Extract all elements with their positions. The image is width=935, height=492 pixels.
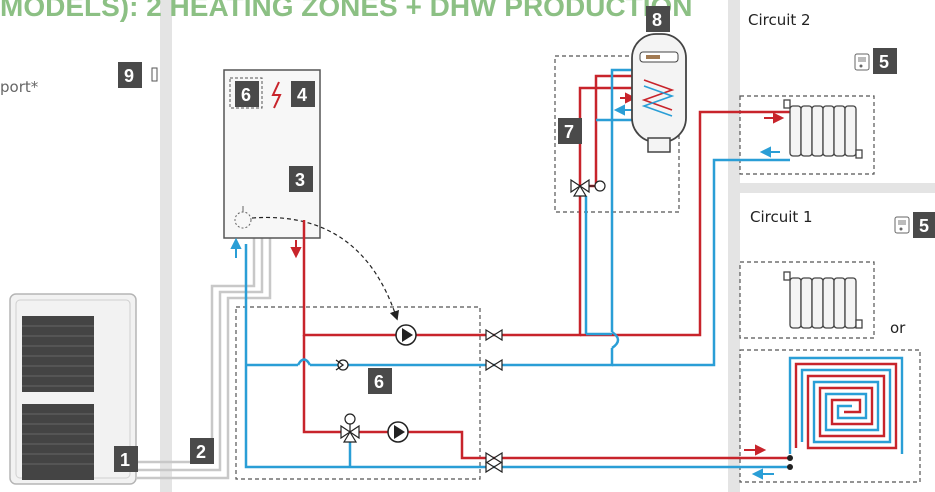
thermostat-icon xyxy=(894,216,910,234)
electrical-box xyxy=(229,77,263,109)
crossover-2 xyxy=(611,330,620,350)
hydraulic-module-box xyxy=(235,306,481,480)
svg-text:5: 5 xyxy=(919,216,929,236)
svg-text:1: 1 xyxy=(120,450,130,470)
junction-dot xyxy=(787,464,793,470)
badge-4: 4 xyxy=(291,81,315,107)
internal-pump-icon xyxy=(234,206,252,229)
pump-circuit-1 xyxy=(387,421,409,443)
svg-text:6: 6 xyxy=(241,85,251,105)
badge-5-circuit-1: 5 xyxy=(913,212,935,238)
badge-9: 9 xyxy=(118,62,142,88)
wall-divider xyxy=(740,183,935,193)
badge-2: 2 xyxy=(190,438,214,464)
circuit-1-floor-box xyxy=(739,349,921,483)
refrigerant-lines xyxy=(136,238,272,480)
crossover-1 xyxy=(296,358,312,366)
fan-grille-upper xyxy=(22,316,94,392)
radiator-circuit-1 xyxy=(783,271,863,329)
badge-8: 8 xyxy=(646,6,670,32)
supply-pipes xyxy=(302,74,790,460)
circuit-2-box xyxy=(739,95,875,175)
check-valve xyxy=(335,359,349,371)
svg-text:6: 6 xyxy=(374,372,384,392)
fan-grille-lower xyxy=(22,404,94,480)
or-label: or xyxy=(890,319,906,337)
badge-7: 7 xyxy=(558,118,582,144)
thermostat-icon xyxy=(854,53,870,71)
isolation-valve-1 xyxy=(485,328,503,342)
svg-text:7: 7 xyxy=(564,122,574,142)
outdoor-unit xyxy=(9,293,137,485)
circuit-1-label: Circuit 1 xyxy=(750,208,813,226)
lightning-icon xyxy=(271,81,282,109)
badge-6-module: 6 xyxy=(368,368,392,394)
isolation-valve-2 xyxy=(485,358,503,372)
side-text: port* xyxy=(0,78,39,96)
junction-dot xyxy=(787,455,793,461)
wall-right xyxy=(728,0,740,492)
dhw-tank xyxy=(631,33,687,153)
badge-5-circuit-2: 5 xyxy=(873,48,897,74)
badge-3: 3 xyxy=(289,166,313,192)
svg-text:2: 2 xyxy=(196,442,206,462)
sensor-icon xyxy=(151,67,158,82)
svg-text:4: 4 xyxy=(297,85,307,105)
circuit-2-label: Circuit 2 xyxy=(748,11,811,29)
control-line xyxy=(251,216,399,321)
svg-text:5: 5 xyxy=(879,52,889,72)
radiator-circuit-2 xyxy=(783,99,863,159)
badge-6-indoor: 6 xyxy=(235,81,259,107)
return-pipes xyxy=(244,68,790,469)
underfloor-heating-icon xyxy=(788,356,904,454)
svg-text:3: 3 xyxy=(295,170,305,190)
page-title: MODELS): 2 HEATING ZONES + DHW PRODUCTIO… xyxy=(0,0,693,22)
diverter-valve xyxy=(570,178,606,197)
svg-text:9: 9 xyxy=(124,66,134,86)
isolation-valve-3 xyxy=(485,451,503,474)
pump-circuit-2 xyxy=(395,324,417,346)
svg-text:8: 8 xyxy=(652,10,662,30)
circuit-1-radiator-box xyxy=(739,261,875,339)
wall-left xyxy=(160,0,172,492)
mixing-valve xyxy=(340,413,360,443)
badge-1: 1 xyxy=(114,446,138,472)
flow-arrows xyxy=(230,92,785,480)
tank-coil-icon xyxy=(641,79,675,111)
